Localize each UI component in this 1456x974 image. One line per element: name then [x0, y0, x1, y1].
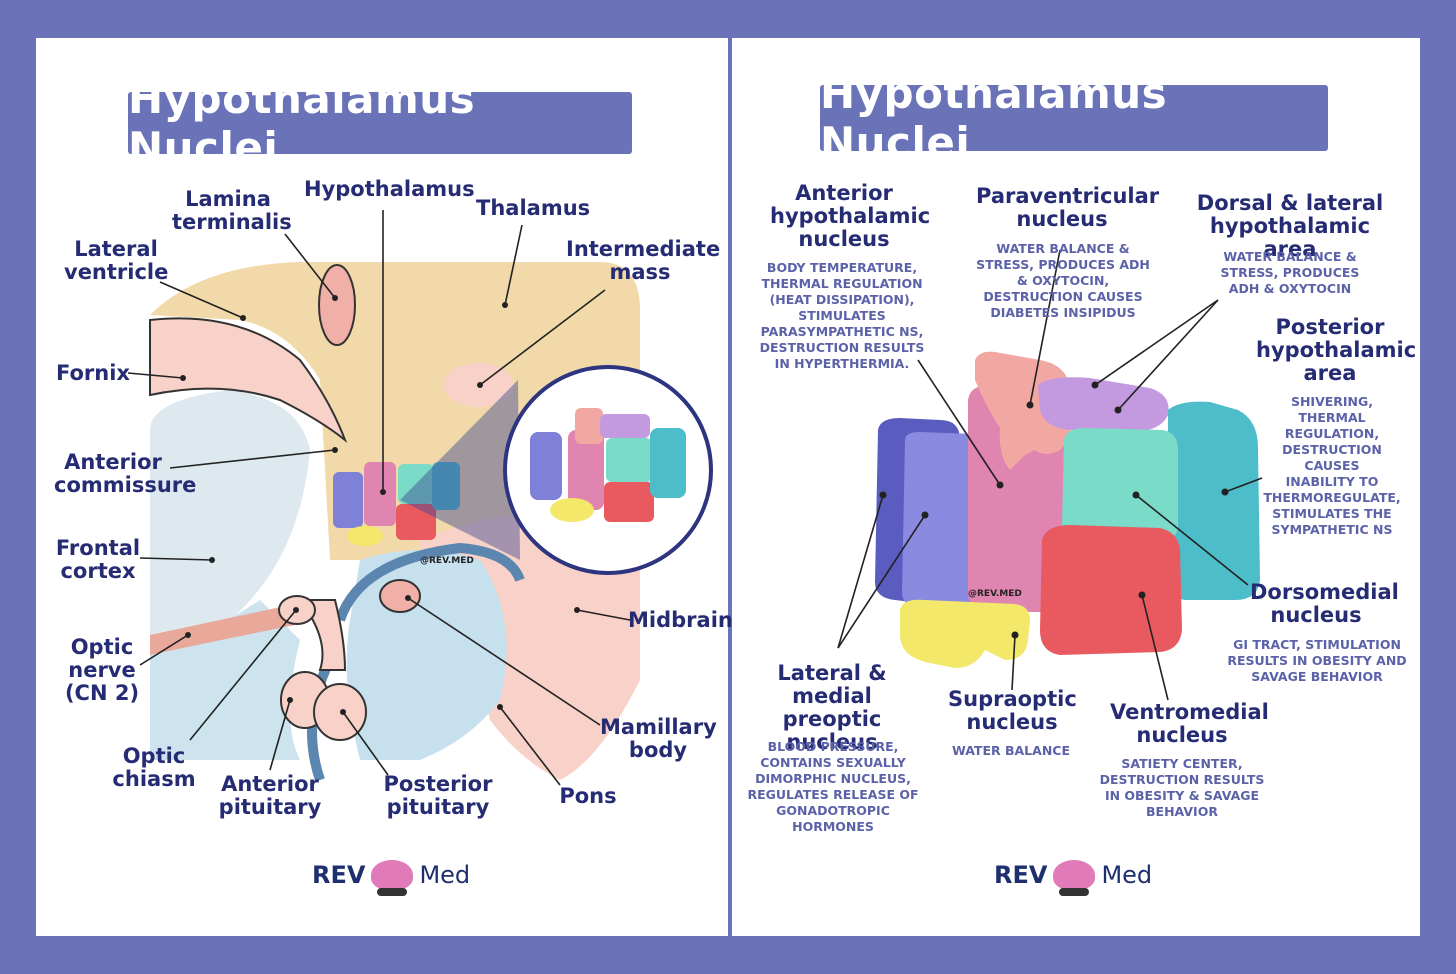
desc-supraoptic: WATER BALANCE — [952, 743, 1070, 758]
desc-posterior-hypothalamic: SHIVERING, THERMAL REGULATION, DESTRUCTI… — [1263, 394, 1401, 537]
zoom-dorsal-shape — [600, 414, 650, 438]
label-anterior-commissure: Anterior commissure — [54, 450, 197, 497]
desc-dorsomedial: GI TRACT, STIMULATION RESULTS IN OBESITY… — [1227, 637, 1407, 684]
name-ventromedial: Ventromedial nucleus — [1110, 700, 1269, 747]
dorsomedial-shape — [1062, 428, 1178, 540]
sagittal-brain-section — [127, 210, 713, 786]
small-supraoptic-shape — [347, 526, 383, 546]
label-lateral-ventricle: Lateral ventricle — [64, 237, 169, 284]
desc-ventromedial: SATIETY CENTER, DESTRUCTION RESULTS IN O… — [1099, 756, 1265, 819]
right-leader-lines — [837, 249, 1263, 701]
name-supraoptic: Supraoptic nucleus — [948, 687, 1077, 734]
desc-dorsal-lateral: WATER BALANCE & STRESS, PRODUCES ADH & O… — [1220, 249, 1360, 296]
ventromedial-shape — [1040, 525, 1182, 655]
small-anterior-shape — [364, 462, 396, 526]
name-paraventricular: Paraventricular nucleus — [976, 184, 1160, 231]
label-intermediate-mass: Intermediate mass — [566, 237, 721, 284]
zoom-ventromedial-shape — [604, 482, 654, 522]
small-preoptic-shape — [333, 472, 363, 528]
left-logo: REV Med — [312, 860, 471, 896]
zoom-anterior-shape — [568, 430, 604, 510]
name-preoptic: Lateral & medial preoptic nucleus — [777, 661, 887, 754]
desc-paraventricular: WATER BALANCE & STRESS, PRODUCES ADH & O… — [976, 241, 1150, 320]
label-fornix: Fornix — [56, 361, 130, 385]
name-anterior-hypothalamic: Anterior hypothalamic nucleus — [770, 181, 931, 251]
right-title: Hypothalamus Nuclei — [820, 69, 1328, 167]
small-ventromedial-shape — [396, 504, 436, 540]
right-logo: REV Med — [994, 860, 1153, 896]
label-midbrain: Midbrain — [628, 608, 733, 632]
mamillary-body-shape — [379, 579, 421, 613]
fornix-region — [149, 317, 348, 444]
label-hypothalamus: Hypothalamus — [304, 177, 475, 201]
right-watermark: @REV.MED — [968, 589, 1022, 599]
left-watermark: @REV.MED — [420, 556, 474, 566]
label-optic-chiasm: Optic chiasm — [112, 744, 196, 791]
brain-car-icon — [1053, 860, 1096, 896]
label-frontal-cortex: Frontal cortex — [55, 536, 141, 583]
zoom-preoptic-shape — [530, 432, 562, 500]
brain-car-icon — [371, 860, 414, 896]
desc-anterior-hypothalamic: BODY TEMPERATURE, THERMAL REGULATION (HE… — [759, 260, 925, 371]
left-leader-lines — [127, 210, 631, 786]
logo-rev-text: REV — [312, 861, 366, 889]
small-posterior-shape — [432, 462, 460, 510]
logo-rev-text: REV — [994, 861, 1048, 889]
nuclei-3d-model — [837, 249, 1263, 701]
label-optic-nerve: Optic nerve (CN 2) — [64, 635, 140, 705]
dorsal-lateral-shape — [1038, 377, 1169, 432]
right-leader-dots — [879, 381, 1229, 639]
desc-preoptic: BLOOD PRESSURE, CONTAINS SEXUALLY DIMORP… — [747, 739, 919, 834]
posterior-hypothalamic-shape — [1168, 401, 1260, 600]
zoom-dorsomedial-shape — [606, 438, 652, 482]
lamina-terminalis-shape — [318, 264, 356, 346]
label-mamillary-body: Mamillary body — [600, 715, 717, 762]
label-pons: Pons — [559, 784, 617, 808]
label-anterior-pituitary: Anterior pituitary — [218, 772, 322, 819]
left-leader-dots — [180, 295, 580, 715]
name-posterior-hypothalamic: Posterior hypothalamic area — [1256, 315, 1417, 385]
supraoptic-shape — [900, 599, 1030, 668]
label-thalamus: Thalamus — [476, 196, 591, 220]
label-lamina-terminalis: Lamina terminalis — [172, 187, 292, 234]
logo-med-text: Med — [1101, 861, 1153, 889]
small-dorsomedial-shape — [398, 464, 434, 504]
name-dorsomedial: Dorsomedial nucleus — [1250, 580, 1399, 627]
zoom-posterior-shape — [650, 428, 686, 498]
label-posterior-pituitary: Posterior pituitary — [383, 772, 493, 819]
pituitary-stalk — [298, 599, 347, 671]
left-title: Hypothalamus Nuclei — [128, 74, 632, 172]
zoom-paraventricular-shape — [575, 408, 603, 444]
name-dorsal-lateral: Dorsal & lateral hypothalamic area — [1196, 191, 1384, 261]
logo-med-text: Med — [419, 861, 471, 889]
frontal-cortex-region — [150, 390, 310, 680]
optic-nerve-shape — [150, 605, 295, 655]
zoom-supraoptic-shape — [550, 498, 594, 522]
zoom-cone — [400, 380, 520, 560]
